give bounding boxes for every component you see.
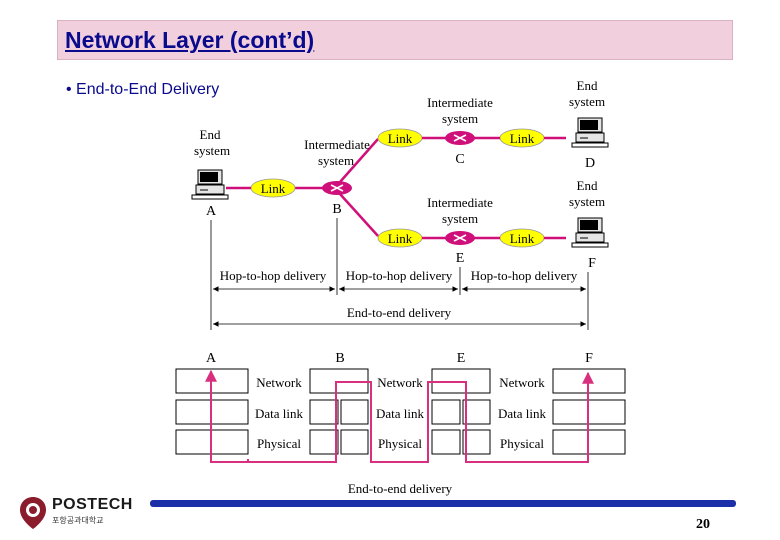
svg-text:system: system <box>569 194 605 209</box>
stack-label-e: E <box>457 351 466 366</box>
end-to-end-label-bottom: End-to-end delivery <box>348 481 453 496</box>
svg-text:system: system <box>318 153 354 168</box>
slide-title: Network Layer (cont’d) <box>65 27 315 53</box>
crest-icon <box>20 497 46 529</box>
layer-network-1: Network <box>256 375 302 390</box>
computer-d-icon <box>571 117 609 148</box>
link-be-label: Link <box>388 231 413 246</box>
svg-text:system: system <box>442 111 478 126</box>
footer-bar <box>150 500 736 507</box>
layer-datalink-2: Data link <box>376 406 425 421</box>
layer-datalink-1: Data link <box>255 406 304 421</box>
node-d: D <box>585 156 595 171</box>
svg-text:system: system <box>194 143 230 158</box>
label-end-system-f: End <box>577 178 598 193</box>
computer-f-icon <box>571 217 609 248</box>
node-f: F <box>588 256 596 271</box>
svg-text:system: system <box>569 94 605 109</box>
stack-label-b: B <box>335 351 344 366</box>
node-a: A <box>206 204 217 219</box>
link-ef-label: Link <box>510 231 535 246</box>
node-e: E <box>456 251 465 266</box>
node-b: B <box>332 202 341 217</box>
title-bar: Network Layer (cont’d) <box>57 20 733 60</box>
hop-label-1: Hop-to-hop delivery <box>220 268 327 283</box>
end-to-end-label-top: End-to-end delivery <box>347 305 452 320</box>
hop-label-3: Hop-to-hop delivery <box>471 268 578 283</box>
link-ef: Link <box>499 228 545 248</box>
link-cd: Link <box>499 128 545 148</box>
router-c-icon <box>444 130 476 146</box>
link-line-b-c <box>339 138 379 183</box>
label-end-system-a: End <box>200 127 221 142</box>
link-ab-label: Link <box>261 181 286 196</box>
label-end-system-d: End <box>577 78 598 93</box>
layer-datalink-3: Data link <box>498 406 547 421</box>
bullet-text: • End-to-End Delivery <box>66 81 220 98</box>
layer-network-2: Network <box>377 375 423 390</box>
router-b-icon <box>321 180 353 196</box>
stack-label-a: A <box>206 351 217 366</box>
node-c: C <box>455 152 464 167</box>
label-intermediate-b: Intermediate <box>304 137 370 152</box>
label-intermediate-e: Intermediate <box>427 195 493 210</box>
layer-physical-1: Physical <box>257 436 301 451</box>
router-e-icon <box>444 230 476 246</box>
postech-logo: POSTECH 포항공과대학교 <box>18 496 133 532</box>
link-ab: Link <box>250 178 296 198</box>
logo-text: POSTECH <box>52 496 133 513</box>
layer-physical-3: Physical <box>500 436 544 451</box>
logo-subtext: 포항공과대학교 <box>52 516 104 525</box>
stack-label-f: F <box>585 351 593 366</box>
layer-network-3: Network <box>499 375 545 390</box>
link-bc: Link <box>377 128 423 148</box>
hop-label-2: Hop-to-hop delivery <box>346 268 453 283</box>
data-path <box>210 372 589 463</box>
link-cd-label: Link <box>510 131 535 146</box>
computer-a-icon <box>191 169 229 200</box>
label-intermediate-c: Intermediate <box>427 95 493 110</box>
page-number: 20 <box>696 517 710 532</box>
layer-physical-2: Physical <box>378 436 422 451</box>
link-bc-label: Link <box>388 131 413 146</box>
link-line-b-e <box>339 193 379 237</box>
link-be: Link <box>377 228 423 248</box>
svg-text:system: system <box>442 211 478 226</box>
